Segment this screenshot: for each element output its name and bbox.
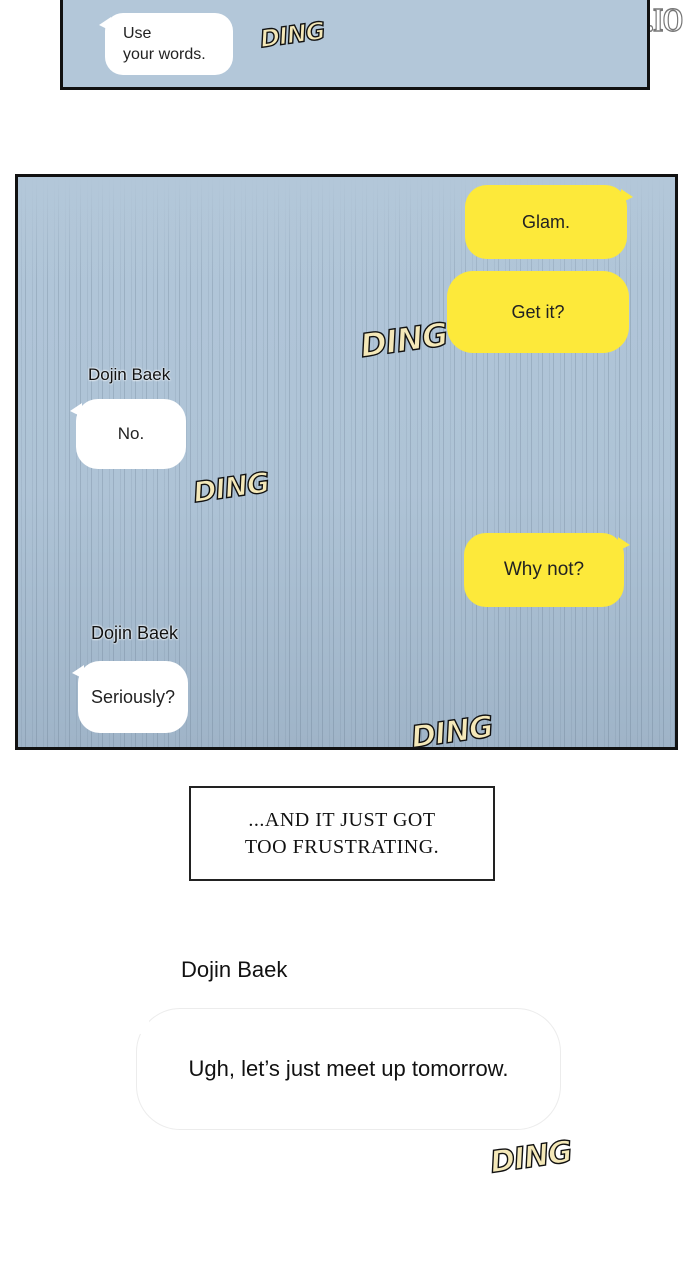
ding-sound-effect: DING	[487, 1134, 574, 1181]
sender-name: Dojin Baek	[181, 957, 288, 982]
message-text: No.	[117, 424, 145, 443]
use-your-words-bubble: Use your words.	[99, 13, 233, 75]
message-text: Glam.	[521, 211, 570, 232]
narration-caption: ...AND IT JUST GOT TOO FRUSTRATING.	[189, 786, 495, 881]
message-bubble-why-not: Why not?	[464, 533, 630, 607]
message-text: Why not?	[503, 559, 585, 580]
chat-panel: Glam. Get it? DING Dojin Baek No. DING W…	[15, 174, 678, 750]
caption-line: ...AND IT JUST GOT	[248, 808, 436, 831]
message-bubble-glam: Glam.	[465, 185, 633, 259]
message-text: Seriously?	[90, 686, 176, 707]
bubble-line: Use	[123, 25, 152, 42]
sender-name: Dojin Baek	[88, 365, 171, 384]
ding-sound-effect: DING	[258, 16, 327, 54]
ding-sound-effect: DING	[357, 314, 450, 365]
bubble-line: your words.	[123, 46, 206, 63]
caption-line: TOO FRUSTRATING.	[244, 835, 440, 858]
sender-name: Dojin Baek	[91, 623, 179, 643]
top-chat-panel: Use your words. DING	[60, 0, 650, 90]
message-text: Ugh, let’s just meet up tomorrow.	[188, 1056, 509, 1081]
message-bubble-seriously: Seriously?	[72, 661, 188, 733]
message-bubble-meet-up: Ugh, let’s just meet up tomorrow.	[127, 1008, 561, 1130]
ding-sound-effect: DING	[408, 709, 495, 750]
ding-sound-effect: DING	[190, 465, 272, 510]
message-bubble-no: No.	[70, 399, 186, 469]
message-bubble-get-it: Get it?	[447, 271, 629, 353]
message-text: Get it?	[511, 301, 565, 322]
